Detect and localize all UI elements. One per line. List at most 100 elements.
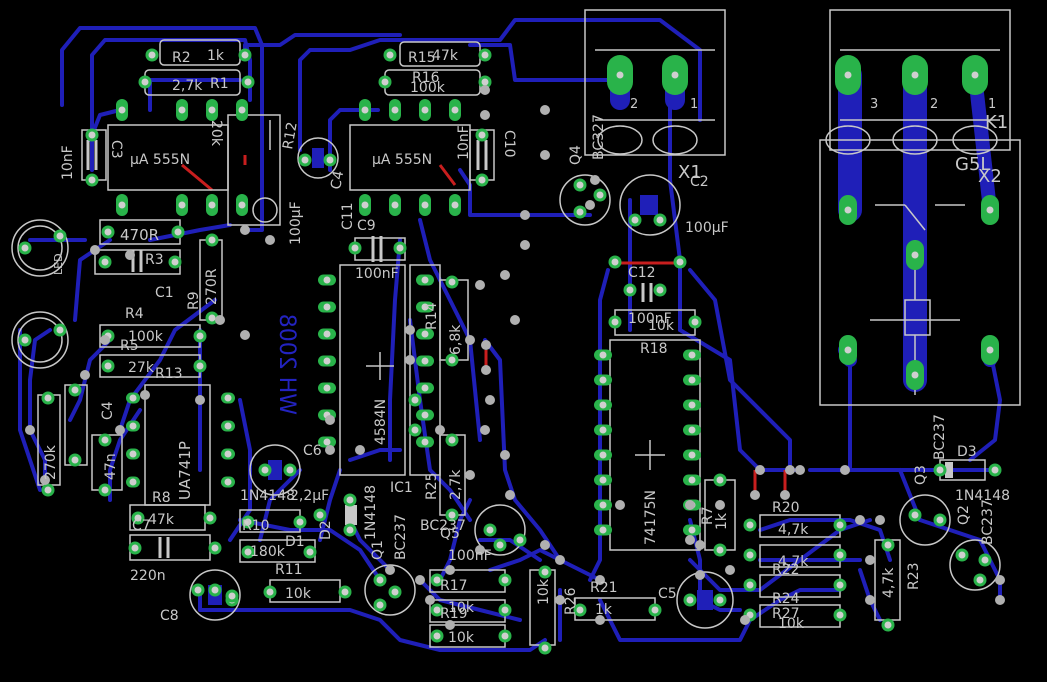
drill-hole xyxy=(936,466,944,474)
drill-hole xyxy=(516,536,524,544)
drill-hole xyxy=(386,51,394,59)
via xyxy=(995,575,1005,585)
drill-hole xyxy=(986,346,994,354)
drill-hole xyxy=(501,576,509,584)
via xyxy=(780,490,790,500)
via xyxy=(115,425,125,435)
drill-hole xyxy=(238,201,246,209)
drill-hole xyxy=(448,278,456,286)
label-c7: C7 xyxy=(132,518,151,534)
label-q2: Q2 xyxy=(956,505,972,525)
red-traces xyxy=(181,155,787,495)
via xyxy=(325,445,335,455)
label-r25-value: 2,7k xyxy=(448,469,464,500)
label-c5: C5 xyxy=(658,586,677,602)
label-r15: R15 xyxy=(408,50,436,66)
label-r1-value: 2,7k xyxy=(172,78,203,94)
label-c8: C8 xyxy=(160,608,179,624)
drill-hole xyxy=(391,588,399,596)
label-4584: 4584N xyxy=(373,399,389,445)
drill-hole xyxy=(244,78,252,86)
drill-hole xyxy=(421,438,429,446)
drill-hole xyxy=(196,362,204,370)
drill-hole xyxy=(306,548,314,556)
label-q5: Q5 xyxy=(440,526,460,542)
drill-hole xyxy=(208,106,216,114)
label-x2-pin3: 3 xyxy=(870,97,878,112)
drill-hole xyxy=(596,191,604,199)
drill-hole xyxy=(88,131,96,139)
drill-hole xyxy=(211,544,219,552)
drill-hole xyxy=(244,548,252,556)
via xyxy=(325,415,335,425)
label-r20-value: 4,7k xyxy=(778,522,809,538)
via xyxy=(840,465,850,475)
circular-outlines xyxy=(11,125,1001,629)
drill-hole xyxy=(599,376,607,384)
via xyxy=(595,575,605,585)
via xyxy=(445,565,455,575)
label-c3-value: 10nF xyxy=(60,145,76,180)
drill-hole xyxy=(323,384,331,392)
via xyxy=(475,545,485,555)
drill-hole xyxy=(656,286,664,294)
label-r15-value: 47k xyxy=(432,48,459,64)
via xyxy=(480,110,490,120)
drill-hole xyxy=(129,422,137,430)
drill-hole xyxy=(56,232,64,240)
label-c10: C10 xyxy=(501,130,517,158)
via xyxy=(480,425,490,435)
drill-hole xyxy=(688,401,696,409)
label-r23: R23 xyxy=(906,562,922,590)
vias xyxy=(25,85,1005,630)
via xyxy=(865,555,875,565)
drill-hole xyxy=(118,106,126,114)
via xyxy=(405,325,415,335)
label-r4-value: 100k xyxy=(128,329,164,345)
via xyxy=(750,490,760,500)
drill-hole xyxy=(129,394,137,402)
label-r14-value: 6,8k xyxy=(448,324,464,355)
via xyxy=(355,445,365,455)
drill-hole xyxy=(716,476,724,484)
drill-hole xyxy=(71,456,79,464)
label-r12: R12 xyxy=(280,121,301,151)
label-g5l: G5L xyxy=(955,154,990,175)
drill-hole xyxy=(323,330,331,338)
label-d3-type: 1N4148 xyxy=(955,488,1010,504)
drill-hole xyxy=(101,486,109,494)
via xyxy=(505,490,515,500)
drill-hole xyxy=(433,632,441,640)
label-100uf: 100µF xyxy=(685,220,729,236)
label-r23-value: 4,7k xyxy=(881,567,897,598)
drill-hole xyxy=(691,318,699,326)
drill-hole xyxy=(716,546,724,554)
via xyxy=(725,565,735,575)
drill-hole xyxy=(971,71,979,79)
drill-hole xyxy=(224,422,232,430)
drill-hole xyxy=(211,586,219,594)
drill-hole xyxy=(104,362,112,370)
label-x2-pin2: 2 xyxy=(930,97,938,112)
via xyxy=(40,475,50,485)
drill-hole xyxy=(911,511,919,519)
drill-hole xyxy=(141,78,149,86)
drill-hole xyxy=(746,551,754,559)
drill-hole xyxy=(326,156,334,164)
label-x2: X2 xyxy=(978,166,1002,187)
via xyxy=(215,315,225,325)
pads xyxy=(18,48,1002,655)
drill-hole xyxy=(261,466,269,474)
drill-hole xyxy=(178,201,186,209)
via xyxy=(435,425,445,435)
label-ic555-a: µA 555N xyxy=(130,152,190,168)
drill-hole xyxy=(884,621,892,629)
drill-hole xyxy=(208,236,216,244)
label-c12: C12 xyxy=(628,265,656,281)
drill-hole xyxy=(844,346,852,354)
label-r19-value: 10k xyxy=(448,630,475,646)
drill-hole xyxy=(224,450,232,458)
drill-hole xyxy=(129,450,137,458)
